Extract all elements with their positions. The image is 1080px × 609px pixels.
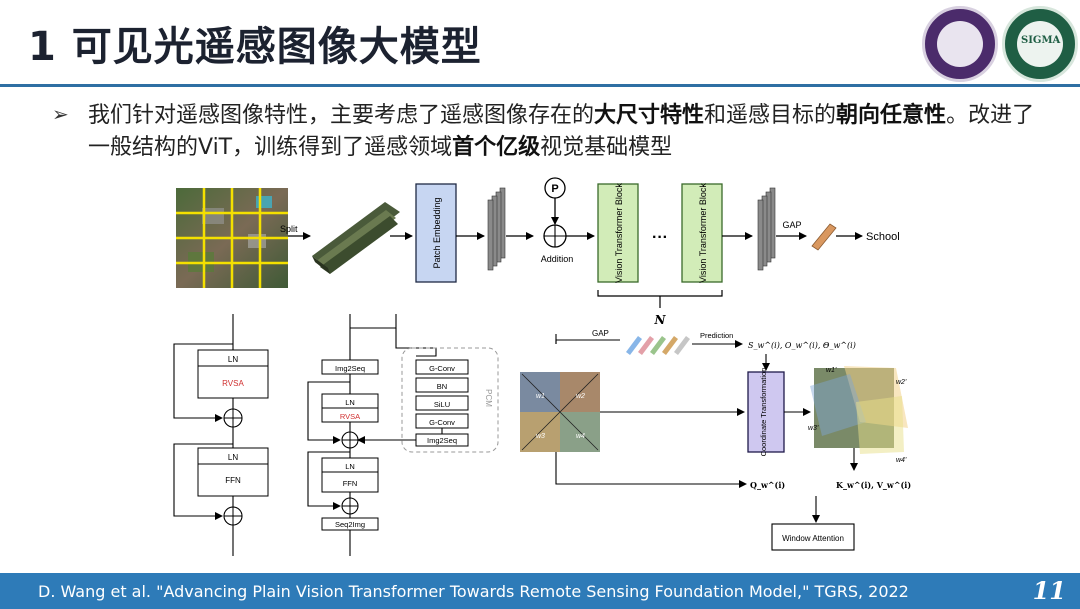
pcm-ln-2: LN [345, 462, 355, 471]
title-divider [0, 84, 1080, 87]
prediction-label: Prediction [700, 331, 733, 340]
vit-block-1 [597, 183, 639, 283]
pcm-label: PCM [484, 389, 493, 407]
footer-bar: D. Wang et al. "Advancing Plain Vision T… [0, 573, 1080, 609]
sigma-logo-emblem [1017, 21, 1063, 67]
rvsa-gap-tokens [626, 336, 690, 355]
plain-rvsa: RVSA [222, 379, 244, 388]
query-label: Q_w^(i) [750, 480, 785, 490]
architecture-diagram: Split Patch Embedding P Addition Vision … [173, 177, 911, 556]
plain-ffn: FFN [225, 476, 241, 485]
rvsa-gap-path [555, 339, 620, 344]
sigma-logo-text: SIGMA [1021, 35, 1061, 46]
pcm-gconv-1: G-Conv [429, 364, 455, 373]
plain-block-diagram [173, 314, 269, 556]
window-label-3: w3 [536, 433, 545, 440]
window-attention-label: Window Attention [782, 534, 844, 543]
warped-label-1: w1' [826, 367, 837, 374]
q-path-arrow [555, 452, 747, 488]
plain-ln-2: LN [228, 453, 238, 462]
position-embedding-label: P [551, 183, 558, 195]
pcm-ln-1: LN [345, 398, 355, 407]
gap-label: GAP [782, 220, 801, 230]
desc-text-4: 视觉基础模型 [540, 135, 673, 160]
n-label: N [654, 313, 667, 327]
desc-bold-first-billion: 首个亿级 [452, 135, 541, 160]
coordinate-transformation-label: Coordinate Transformation [759, 368, 768, 457]
aerial-input-image [176, 188, 288, 288]
pcm-img2seq-2: Img2Seq [427, 436, 457, 445]
patch-embedding-label: Patch Embedding [432, 197, 442, 268]
pcm-ffn: FFN [343, 479, 358, 488]
pcm-block-diagram [307, 314, 499, 556]
window-grid-image [520, 372, 600, 452]
window-label-1: w1 [536, 393, 545, 400]
rvsa-gap-label: GAP [592, 329, 609, 338]
university-logo-emblem [937, 21, 983, 67]
output-class-label: School [866, 231, 900, 243]
pcm-seq2img: Seq2Img [335, 520, 365, 529]
pcm-rvsa: RVSA [340, 412, 360, 421]
warped-label-4: w4' [896, 457, 907, 464]
warped-label-2: w2' [896, 379, 907, 386]
desc-bold-orientation: 朝向任意性 [836, 103, 947, 128]
split-label: Split [280, 224, 298, 234]
window-label-2: w2 [576, 393, 585, 400]
warped-label-3: w3' [808, 425, 819, 432]
desc-bold-large-size: 大尺寸特性 [594, 103, 705, 128]
n-bracket [597, 290, 723, 297]
window-attention-block [771, 523, 855, 551]
vit-block-2-label: Vision Transformer Block [698, 183, 708, 283]
slide-title: 1 可见光遥感图像大模型 [28, 24, 482, 70]
vit-block-1-label: Vision Transformer Block [614, 183, 624, 283]
slide-description: 我们针对遥感图像特性，主要考虑了遥感图像存在的大尺寸特性和遥感目标的朝向任意性。… [88, 100, 1048, 164]
patch-embedding-block [415, 183, 457, 283]
window-label-4: w4 [576, 433, 585, 440]
pcm-img2seq-1: Img2Seq [335, 364, 365, 373]
token-stack-1 [487, 187, 506, 271]
patch-sequence-image [312, 202, 400, 274]
desc-text-3: 。改进了一般结构的ViT，训练得到了遥感领域 [88, 103, 1035, 160]
citation-text: D. Wang et al. "Advancing Plain Vision T… [38, 582, 909, 601]
pcm-gconv-2: G-Conv [429, 418, 455, 427]
desc-text-2: 和遥感目标的 [704, 103, 837, 128]
coordinate-transformation-block [747, 371, 785, 453]
vit-ellipsis: ··· [652, 229, 668, 246]
token-stack-2 [757, 187, 776, 271]
prediction-variables: S_w^(i), O_w^(i), Θ_w^(i) [748, 341, 856, 350]
vit-block-2 [681, 183, 723, 283]
warped-window-image [810, 366, 908, 454]
sigma-lab-logo: SIGMA [1002, 6, 1078, 82]
desc-text-1: 我们针对遥感图像特性，主要考虑了遥感图像存在的 [88, 103, 595, 128]
bullet-arrow-icon: ➢ [52, 102, 69, 126]
pooled-feature-token [811, 223, 837, 251]
pcm-bn: BN [437, 382, 447, 391]
university-logo [922, 6, 998, 82]
plain-ln-1: LN [228, 355, 238, 364]
addition-label: Addition [541, 254, 574, 264]
key-value-label: K_w^(i), V_w^(i) [836, 480, 911, 490]
pcm-silu: SiLU [434, 400, 450, 409]
page-number: 11 [1032, 576, 1066, 605]
